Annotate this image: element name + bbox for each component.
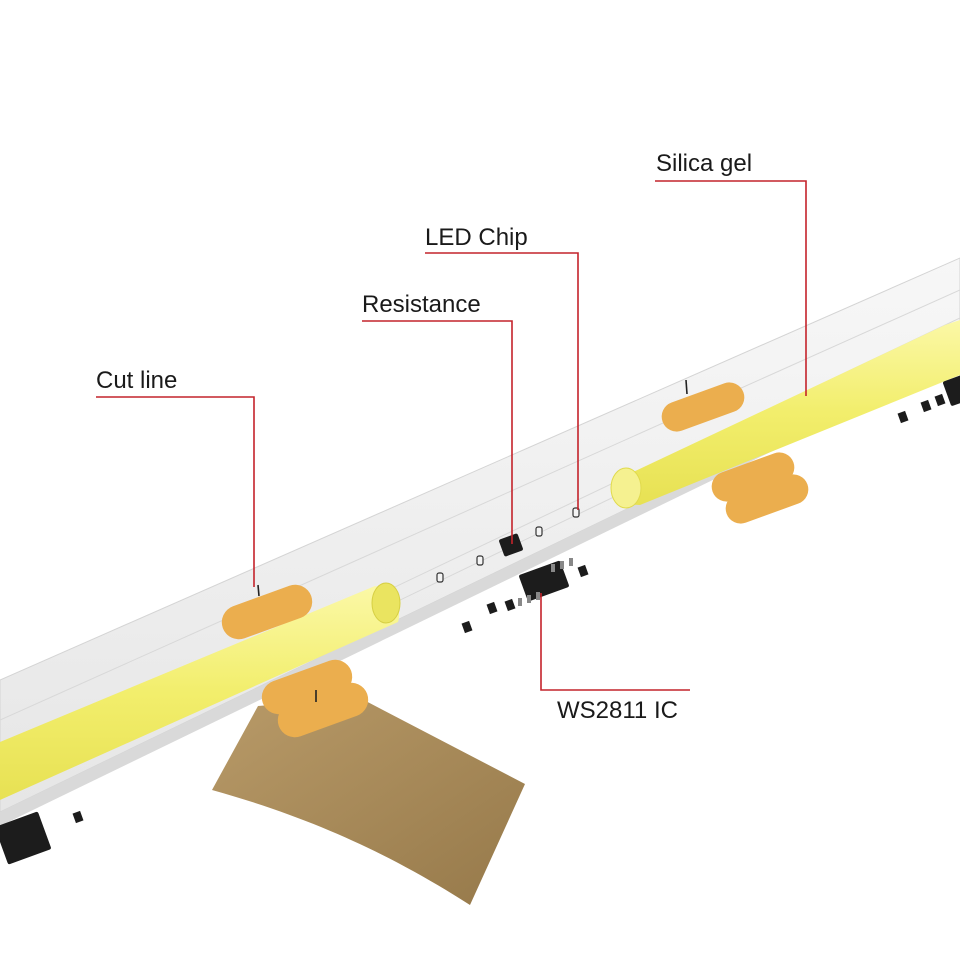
label-silica-gel: Silica gel <box>656 150 752 177</box>
backing-tape <box>212 698 525 905</box>
leader-resistance <box>362 320 513 544</box>
ws2811-ic <box>518 558 573 606</box>
solder-pads <box>221 382 809 738</box>
label-resistance: Resistance <box>362 291 481 318</box>
silica-gel-bar-left <box>0 582 401 800</box>
label-ws2811-ic: WS2811 IC <box>557 697 678 724</box>
callout-labels: Silica gel LED Chip Resistance Cut line … <box>96 150 752 724</box>
leader-ws2811 <box>540 593 690 691</box>
resistor <box>499 533 523 557</box>
leader-cut-line <box>96 396 255 587</box>
label-cut-line: Cut line <box>96 367 177 394</box>
cut-marks <box>257 379 688 702</box>
label-led-chip: LED Chip <box>425 224 528 251</box>
silica-gel-bar-right <box>610 320 960 509</box>
leader-led-chip <box>425 252 579 510</box>
components <box>0 372 960 865</box>
leader-silica-gel <box>655 180 807 396</box>
pcb-strip <box>0 257 960 826</box>
leader-lines <box>96 180 807 691</box>
